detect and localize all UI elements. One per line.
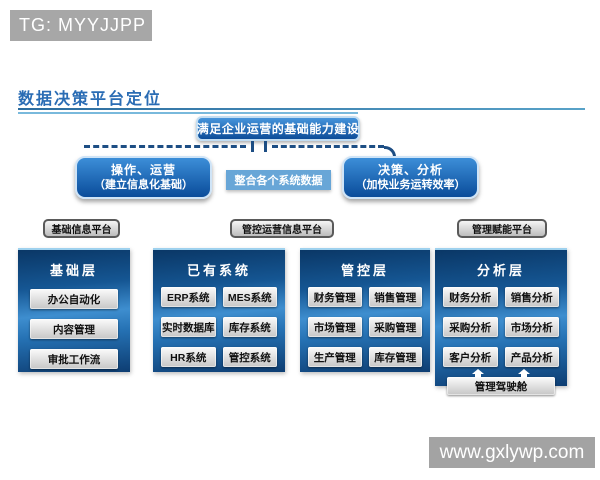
up-arrow-icon [472, 369, 484, 377]
list-item: ERP系统 [161, 287, 216, 307]
operation-box-line2: （建立信息化基础） [94, 179, 193, 192]
page-title: 数据决策平台定位 [18, 91, 163, 108]
list-item: 办公自动化 [30, 289, 118, 309]
decision-box: 决策、分析 （加快业务运转效率） [342, 156, 479, 199]
connector-bracket [251, 141, 267, 152]
list-item: 实时数据库 [161, 317, 216, 337]
list-item: 库存系统 [222, 317, 277, 337]
operation-box: 操作、运营 （建立信息化基础） [75, 156, 212, 199]
list-item: MES系统 [222, 287, 277, 307]
top-capability-box: 满足企业运营的基础能力建设 [196, 116, 360, 141]
arrow-row [435, 369, 567, 377]
list-item: 客户分析 [443, 347, 498, 367]
panel-items: 财务管理 销售管理 市场管理 采购管理 生产管理 库存管理 [300, 287, 430, 367]
list-item: 管控系统 [222, 347, 277, 367]
panel-control-layer: 管控层 财务管理 销售管理 市场管理 采购管理 生产管理 库存管理 [300, 248, 430, 372]
panel-existing-systems: 已有系统 ERP系统 MES系统 实时数据库 库存系统 HR系统 管控系统 [153, 248, 285, 372]
integrate-data-label: 整合各个系统数据 [226, 170, 331, 190]
list-item: 市场管理 [308, 317, 362, 337]
list-item: HR系统 [161, 347, 216, 367]
url-watermark-badge: www.gxlywp.com [429, 437, 595, 468]
platform-label-control-operation: 管控运营信息平台 [230, 219, 334, 238]
tg-watermark-badge: TG: MYYJJPP [10, 10, 152, 41]
panel-title: 分析层 [476, 263, 525, 278]
list-item: 内容管理 [30, 319, 118, 339]
list-item: 库存管理 [368, 347, 422, 367]
connector-dashed-line-left [84, 145, 246, 148]
list-item: 市场分析 [504, 317, 559, 337]
list-item: 财务分析 [443, 287, 498, 307]
list-item: 采购分析 [443, 317, 498, 337]
list-item: 销售分析 [504, 287, 559, 307]
panel-items: 办公自动化 内容管理 审批工作流 [18, 289, 130, 369]
list-item: 财务管理 [308, 287, 362, 307]
list-item: 生产管理 [308, 347, 362, 367]
platform-label-management-empower: 管理赋能平台 [457, 219, 547, 238]
management-cockpit-box: 管理驾驶舱 [447, 377, 555, 395]
panel-items: 财务分析 销售分析 采购分析 市场分析 客户分析 产品分析 [435, 287, 567, 367]
panel-items: ERP系统 MES系统 实时数据库 库存系统 HR系统 管控系统 [153, 287, 285, 367]
up-arrow-icon [518, 369, 530, 377]
panel-title: 已有系统 [186, 263, 251, 278]
panel-title: 基础层 [49, 263, 98, 278]
title-divider-accent [18, 112, 358, 114]
list-item: 产品分析 [504, 347, 559, 367]
decision-box-line1: 决策、分析 [377, 162, 443, 177]
panel-title: 管控层 [340, 263, 389, 278]
decision-box-line2: （加快业务运转效率） [355, 179, 466, 192]
connector-curl [384, 146, 396, 159]
panel-basic-layer: 基础层 办公自动化 内容管理 审批工作流 [18, 248, 130, 372]
list-item: 采购管理 [368, 317, 422, 337]
connector-dashed-line-right [272, 145, 384, 148]
operation-box-line1: 操作、运营 [110, 162, 176, 177]
list-item: 审批工作流 [30, 349, 118, 369]
platform-label-basic-info: 基础信息平台 [43, 219, 120, 238]
list-item: 销售管理 [368, 287, 422, 307]
panel-analysis-layer: 分析层 财务分析 销售分析 采购分析 市场分析 客户分析 产品分析 管理驾驶舱 [435, 248, 567, 395]
title-divider [18, 108, 585, 110]
